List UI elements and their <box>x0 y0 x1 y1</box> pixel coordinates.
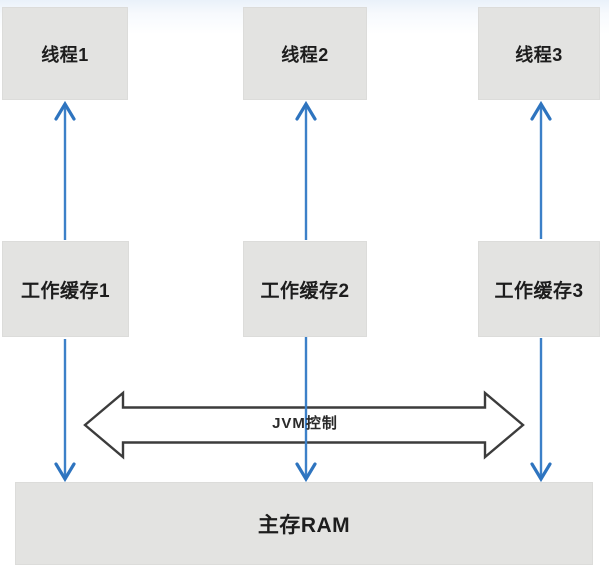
down-arrowhead-2 <box>295 462 317 483</box>
up-arrowhead-2 <box>295 100 317 121</box>
working-cache-2-label: 工作缓存2 <box>260 280 350 302</box>
working-cache-3-box: 工作缓存3 <box>478 241 600 337</box>
main-memory-ram-box: 主存RAM <box>15 482 593 565</box>
up-arrowhead-3 <box>530 100 552 121</box>
down-arrowhead-3 <box>530 462 552 483</box>
up-arrowhead-1 <box>54 100 76 121</box>
thread-3-box: 线程3 <box>478 7 600 100</box>
down-arrowhead-1 <box>54 462 76 483</box>
jvm-control-label: JVM控制 <box>272 415 338 432</box>
working-cache-2-box: 工作缓存2 <box>243 241 367 337</box>
thread-1-box: 线程1 <box>2 7 128 100</box>
thread-2-label: 线程2 <box>281 44 329 65</box>
thread-2-box: 线程2 <box>243 7 367 100</box>
main-memory-ram-label: 主存RAM <box>257 513 351 537</box>
working-cache-1-box: 工作缓存1 <box>2 241 129 337</box>
working-cache-1-label: 工作缓存1 <box>20 280 111 302</box>
thread-3-label: 线程3 <box>515 44 563 65</box>
thread-1-label: 线程1 <box>41 44 89 65</box>
working-cache-3-label: 工作缓存3 <box>494 280 584 302</box>
